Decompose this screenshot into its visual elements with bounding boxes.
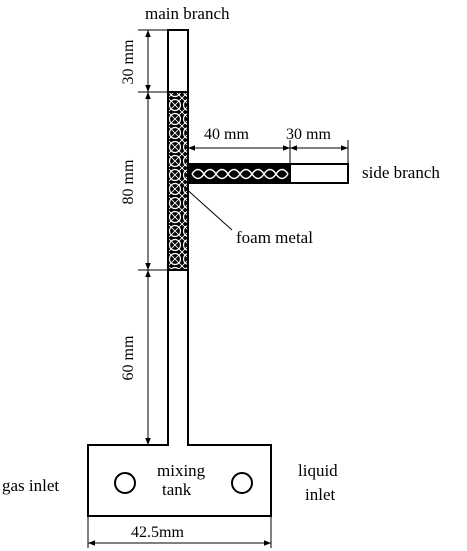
- liquid-inlet-port: [231, 472, 253, 494]
- gas-inlet-port: [114, 472, 136, 494]
- foam-metal-leader: [182, 185, 233, 231]
- tank-dimension-lines: [87, 516, 272, 548]
- vertical-dimension-lines: [138, 29, 168, 446]
- foam-metal-label: foam metal: [236, 228, 313, 247]
- side-branch-tube: [187, 163, 349, 184]
- mixing-tank-label-line1: mixing: [157, 461, 206, 480]
- mixing-tank-label-line2: tank: [162, 480, 192, 499]
- main-branch-tube: [167, 29, 189, 446]
- main-branch-label: main branch: [145, 4, 230, 23]
- dim-tank-width: 42.5mm: [131, 524, 184, 541]
- liquid-inlet-label-line1: liquid: [298, 461, 338, 480]
- liquid-inlet-label-line2: inlet: [305, 485, 335, 504]
- side-dimension-lines: [187, 140, 349, 164]
- dim-top-segment: 30 mm: [120, 39, 137, 84]
- dim-side-open: 30 mm: [286, 126, 331, 143]
- mixing-tank: [87, 443, 272, 517]
- dim-bottom-segment: 60 mm: [120, 335, 137, 380]
- side-branch-label: side branch: [362, 163, 440, 182]
- dim-foam-segment: 80 mm: [120, 159, 137, 204]
- gas-inlet-label: gas inlet: [2, 476, 59, 495]
- dim-side-foam: 40 mm: [204, 126, 249, 143]
- main-foam-section: [167, 91, 189, 271]
- side-open-section: [289, 163, 349, 184]
